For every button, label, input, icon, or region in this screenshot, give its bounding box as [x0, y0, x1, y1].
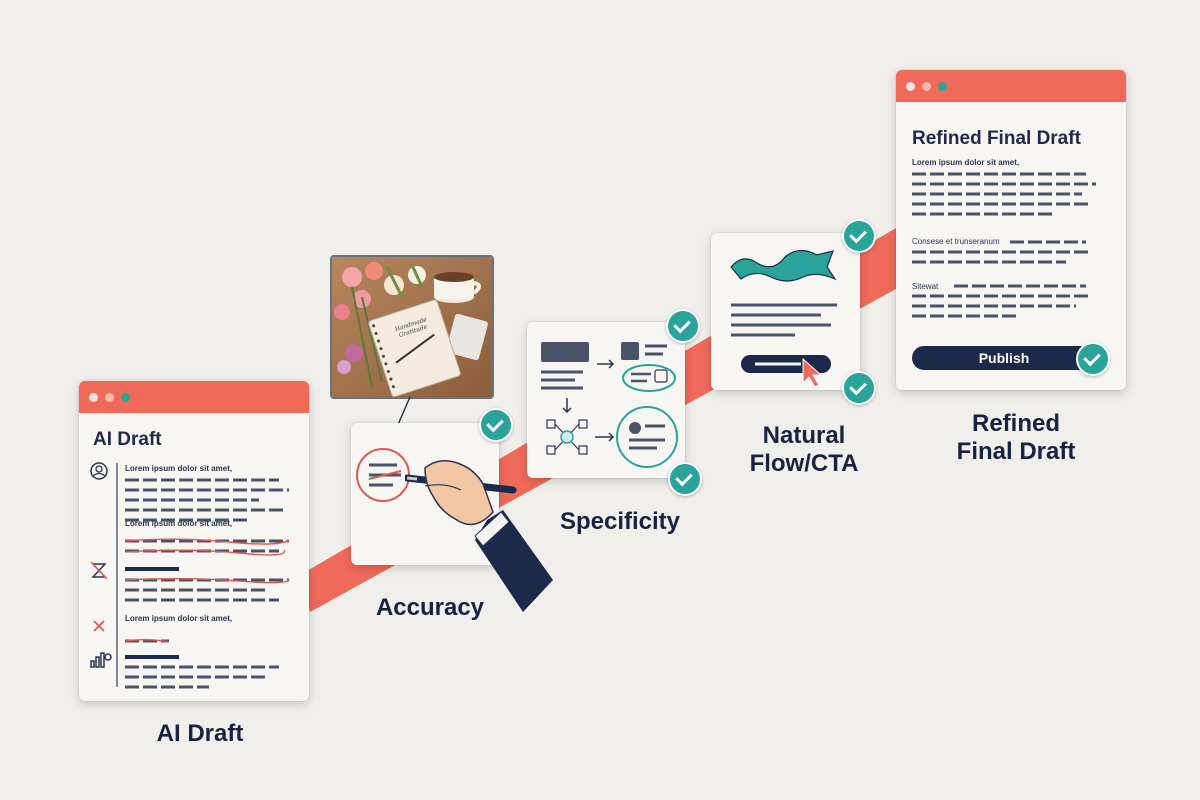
check-icon	[842, 371, 876, 405]
stage-label-accuracy: Accuracy	[375, 594, 485, 621]
window-dot-icon	[89, 393, 98, 402]
window-dot-icon	[105, 393, 114, 402]
close-icon	[93, 620, 105, 632]
window-dot-icon	[938, 82, 947, 91]
ai-draft-card: AI Draft	[79, 381, 309, 701]
crossed-box-icon	[90, 561, 108, 580]
final-line-text: Consese et trunseranum	[912, 237, 1000, 246]
final-draft-title: Refined Final Draft	[912, 128, 1081, 149]
draft-line-text: Lorem ipsum dolor sit amet,	[125, 614, 233, 623]
final-line-text: Sitewat	[912, 282, 939, 291]
hand-writing-image	[405, 460, 553, 612]
stage-label-ai-draft: AI Draft	[156, 720, 244, 747]
window-titlebar	[896, 70, 1126, 102]
stage-label-refined-final-draft: Refined Final Draft	[956, 410, 1076, 465]
check-icon	[668, 462, 702, 496]
check-icon	[666, 309, 700, 343]
notebook-image	[368, 299, 461, 397]
publish-button[interactable]: Publish	[912, 346, 1096, 370]
check-icon	[1076, 342, 1110, 376]
draft-line-text: Lorem ipsum dolor sit amet,	[125, 519, 233, 528]
stage-label-natural-flow-cta: Natural Flow/CTA	[749, 422, 859, 477]
window-dot-icon	[906, 82, 915, 91]
window-titlebar	[79, 381, 309, 413]
coffee-cup-image	[434, 272, 481, 303]
flowers-image	[334, 262, 426, 388]
check-icon	[842, 219, 876, 253]
specificity-card	[527, 322, 685, 478]
draft-line-text: Lorem ipsum dolor sit amet,	[125, 464, 233, 473]
stage-label-specificity: Specificity	[559, 508, 681, 535]
notebook-photo: Handmade Gratitude	[330, 255, 494, 399]
ai-draft-title: AI Draft	[93, 429, 162, 450]
final-line-text: Lorem ipsum dolor sit amet,	[912, 158, 1020, 167]
bar-chart-icon	[90, 652, 112, 668]
ai-draft-body	[90, 462, 290, 689]
check-icon	[479, 408, 513, 442]
user-icon	[90, 462, 108, 480]
window-dot-icon	[922, 82, 931, 91]
cta-card	[711, 233, 860, 390]
window-dot-icon	[121, 393, 130, 402]
final-draft-card: Refined Final Draft Lorem ipsum dolor si…	[896, 70, 1126, 390]
final-draft-body	[912, 172, 1096, 318]
